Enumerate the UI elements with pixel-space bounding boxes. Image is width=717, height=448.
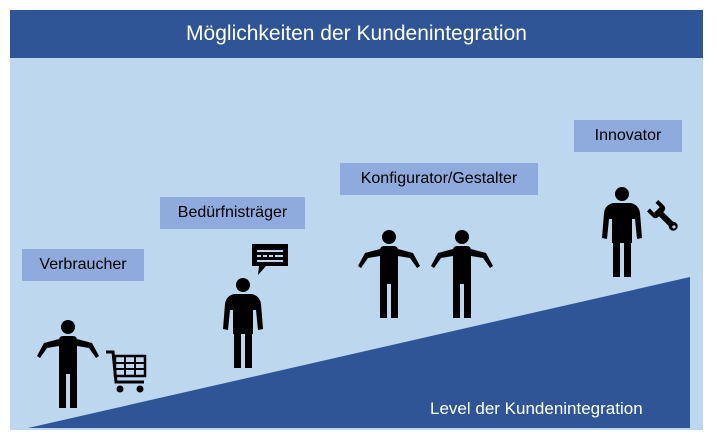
person-standing-icon: [223, 278, 263, 368]
level-label: Level der Kundenintegration: [430, 399, 643, 418]
diagram-canvas: Möglichkeiten der Kundenintegration Leve…: [10, 10, 703, 430]
speech-bubble-icon: [252, 244, 288, 275]
person-standing-icon: [602, 187, 642, 277]
title-bar: Möglichkeiten der Kundenintegration: [10, 10, 703, 58]
stage-label-innovator: Innovator: [574, 120, 682, 152]
stage-label-beduerfnistraeger: Bedürfnisträger: [160, 197, 305, 229]
person-shrug-icon: [37, 320, 99, 408]
stage-label-verbraucher: Verbraucher: [22, 249, 144, 281]
shopping-cart-icon: [106, 350, 147, 393]
person-shrug-icon: [431, 230, 493, 318]
wrench-icon: [647, 200, 678, 231]
person-shrug-icon: [358, 230, 420, 318]
integration-ramp: [28, 277, 690, 428]
diagram-title: Möglichkeiten der Kundenintegration: [186, 22, 527, 45]
stage-label-konfigurator: Konfigurator/Gestalter: [340, 163, 538, 195]
